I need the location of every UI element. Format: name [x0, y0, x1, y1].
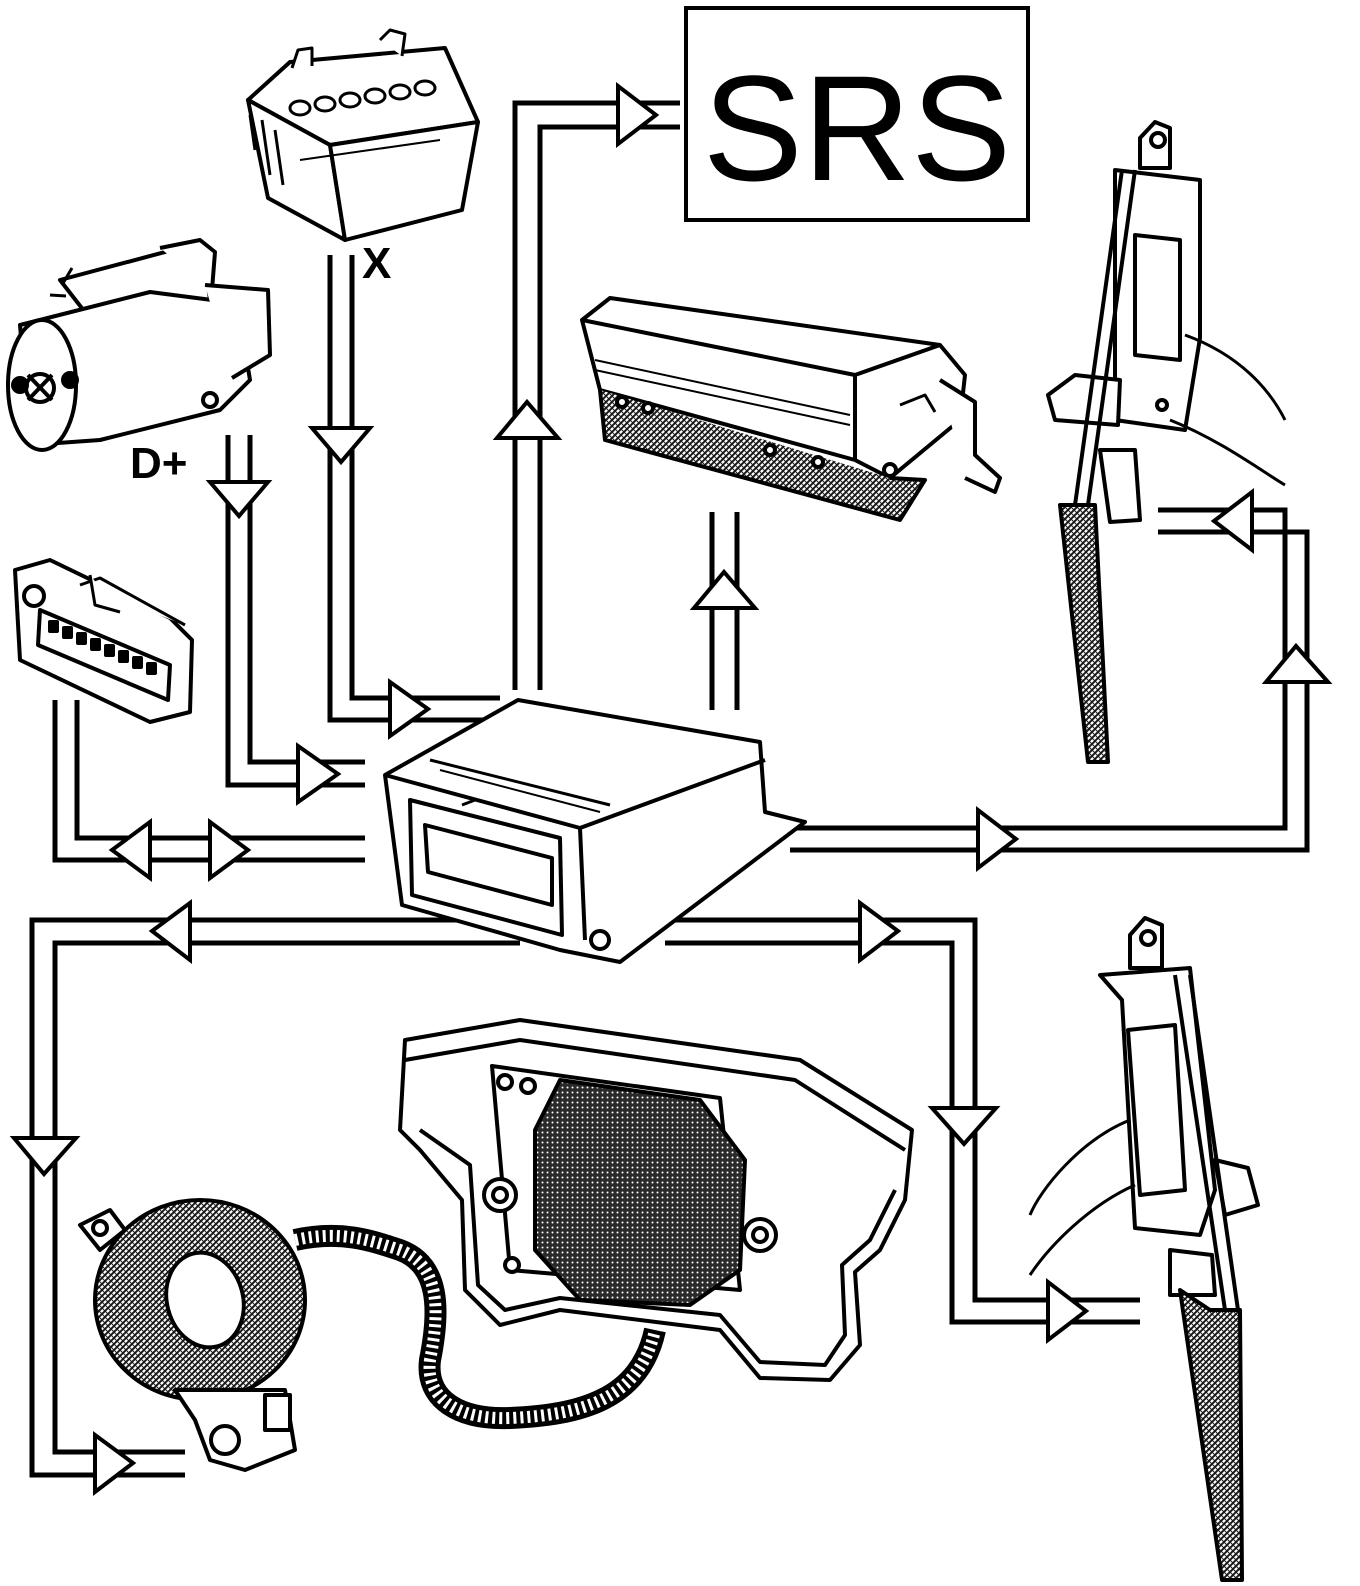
arrow-left-icon [1210, 487, 1254, 555]
arrow-up-icon [492, 398, 563, 440]
diagnostic-connector-icon [13, 558, 194, 724]
srs-label: SRS [703, 44, 1011, 212]
arrow-down-icon [927, 1106, 1001, 1148]
wire-diagnostic-to-ecu [52, 700, 365, 863]
arrow-down-icon [307, 426, 375, 466]
wire-battery-to-ecu [327, 255, 500, 723]
battery-terminal-label: X [362, 239, 391, 288]
srs-warning-lamp: SRS [684, 6, 1030, 222]
arrow-right-icon [976, 805, 1020, 873]
battery-icon [246, 28, 480, 242]
driver-airbag-icon [398, 1018, 914, 1382]
flow-arrows [9, 81, 1333, 1497]
clock-spring-icon [78, 1198, 666, 1472]
arrow-left-icon [148, 899, 192, 965]
arrow-right-icon [1046, 1277, 1090, 1345]
srs-control-unit-icon [383, 698, 807, 964]
alternator-icon [6, 238, 272, 452]
arrow-right-icon [93, 1431, 137, 1497]
arrow-down-icon [205, 480, 273, 520]
passenger-airbag-icon [580, 296, 1002, 522]
left-seatbelt-pretensioner-icon [1028, 916, 1260, 1582]
wire-ecu-to-right-pretensioner [790, 507, 1310, 853]
wire-ecu-to-passenger-airbag [709, 512, 740, 710]
arrow-down-icon [9, 1136, 81, 1178]
arrow-up-icon [1261, 642, 1333, 684]
arrow-up-icon [689, 568, 760, 610]
arrow-right-icon [616, 81, 660, 149]
arrow-right-icon [296, 742, 342, 806]
arrow-right-icon [208, 818, 252, 882]
arrow-right-icon [388, 678, 432, 740]
arrow-right-icon [858, 899, 902, 965]
arrow-left-icon [108, 818, 152, 882]
alternator-terminal-label: D+ [130, 439, 187, 488]
right-seatbelt-pretensioner-icon [1046, 120, 1287, 764]
